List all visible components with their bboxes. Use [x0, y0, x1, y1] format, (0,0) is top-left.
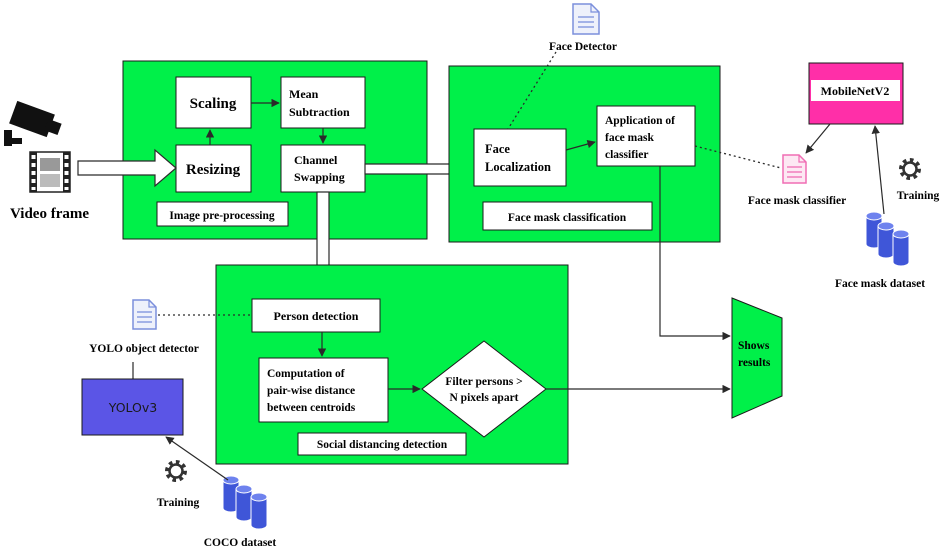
preprocessing-title: Image pre-processing — [169, 210, 275, 222]
face-mask-dataset-label: Face mask dataset — [835, 278, 925, 290]
arrow-coco-to-yolo — [165, 436, 229, 481]
computation-label-3: between centroids — [267, 402, 356, 414]
application-label-2: face mask — [605, 132, 654, 144]
channel-swapping-box — [280, 144, 366, 193]
application-label-1: Application of — [605, 115, 675, 127]
face-detector-doc-icon — [572, 3, 600, 35]
face-localization-label-2: Localization — [485, 160, 551, 174]
face-mask-database-icon — [865, 211, 910, 267]
yolov3-label: YOLOv3 — [108, 400, 158, 415]
yolo-detector-label: YOLO object detector — [89, 343, 199, 355]
film-strip-icon — [29, 151, 71, 193]
channel-swapping-label-2: Swapping — [294, 170, 345, 184]
face-mask-classifier-doc-icon — [782, 154, 807, 184]
shows-results-label-1: Shows — [738, 340, 770, 352]
computation-label-1: Computation of — [267, 368, 345, 380]
filter-label-2: N pixels apart — [450, 392, 519, 404]
coco-dataset-label: COCO dataset — [204, 537, 277, 549]
person-detection-box — [251, 298, 381, 333]
arrow-dataset-to-mobilenet — [871, 125, 885, 215]
application-classifier-box — [596, 105, 696, 167]
mean-subtraction-label-1: Mean — [289, 87, 319, 101]
computation-box — [258, 357, 389, 423]
social-title-box — [297, 432, 467, 456]
face-detector-label: Face Detector — [549, 41, 617, 53]
arrow-localization-to-application — [565, 139, 596, 151]
yolo-training-label: Training — [157, 497, 200, 509]
filter-persons-diamond — [421, 340, 547, 438]
application-label-3: classifier — [605, 149, 648, 161]
resizing-label: Resizing — [186, 162, 241, 178]
shows-results-block — [731, 297, 783, 419]
person-detection-label: Person detection — [274, 309, 359, 323]
coco-database-icon — [222, 475, 268, 530]
scaling-box — [175, 76, 252, 129]
channel-swapping-label-1: Channel — [294, 153, 338, 167]
mobilenet-training-label: Training — [897, 190, 940, 202]
video-frame-label: Video frame — [10, 206, 89, 222]
yolov3-box — [81, 378, 184, 436]
mean-subtraction-label-2: Subtraction — [289, 105, 350, 119]
shows-results-label-2: results — [738, 357, 771, 369]
computation-label-2: pair-wise distance — [267, 385, 355, 397]
face-mask-title-box — [482, 201, 653, 231]
arrow-input-to-resizing — [77, 148, 177, 188]
face-mask-title: Face mask classification — [508, 212, 627, 224]
yolo-detector-doc-icon — [132, 299, 157, 330]
mobilenet-label: MobileNetV2 — [821, 84, 890, 98]
social-title: Social distancing detection — [317, 439, 448, 451]
face-mask-classifier-label: Face mask classifier — [748, 195, 846, 207]
mean-subtraction-box — [280, 76, 366, 129]
mobilenet-label-box — [811, 80, 900, 101]
arrow-mobilenet-to-classifier — [805, 123, 831, 154]
face-detector-dotted-link — [507, 51, 557, 130]
scaling-label: Scaling — [190, 96, 237, 112]
yolo-gear-icon — [165, 460, 187, 482]
gear-icon — [899, 158, 921, 180]
cctv-camera-icon — [4, 100, 62, 146]
arrow-classifier-to-results — [659, 166, 731, 341]
filter-label-1: Filter persons > — [445, 376, 522, 388]
face-localization-box — [473, 128, 567, 187]
preprocessing-title-box — [156, 201, 289, 227]
face-localization-label-1: Face — [485, 142, 510, 156]
resizing-box — [175, 144, 252, 193]
